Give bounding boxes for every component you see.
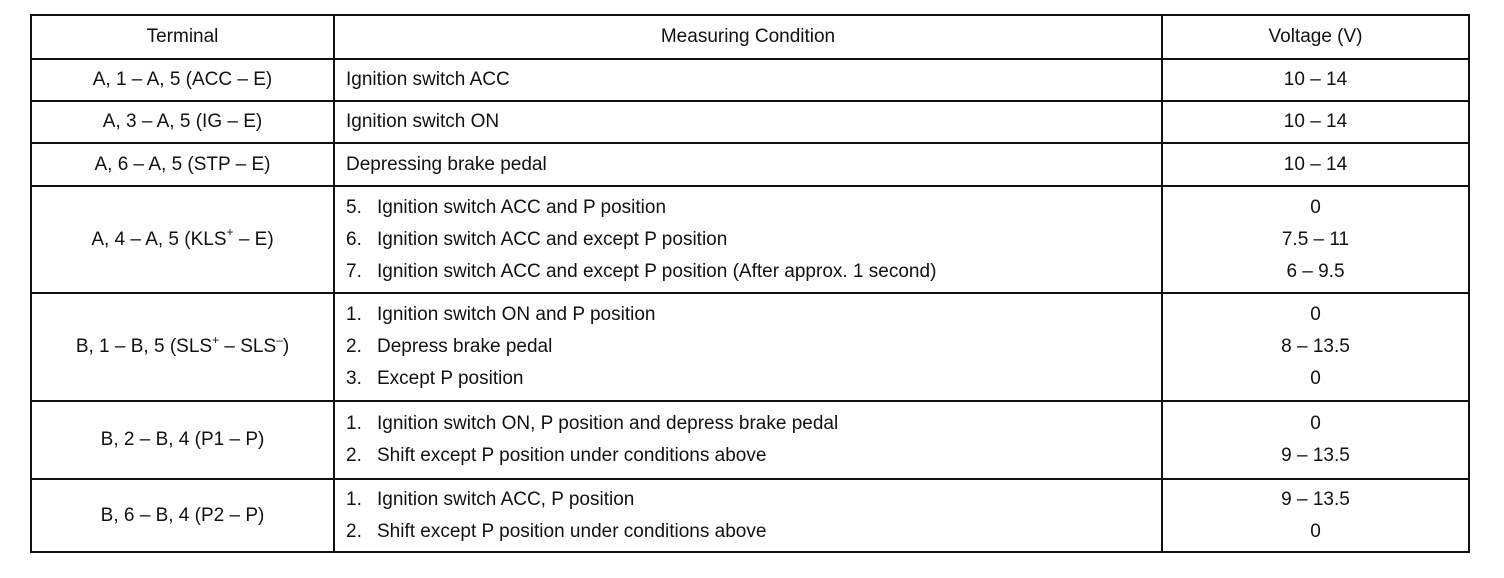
voltage-value: 9 – 13.5 [1281,445,1350,466]
measuring-condition-cell: 5. Ignition switch ACC and P position 6. Ig… [333,185,1163,294]
terminal-voltage-table: Terminal Measuring Condition Voltage (V)… [30,14,1470,553]
voltage-cell: 0 8 – 13.5 0 [1161,292,1470,402]
condition-text: Ignition switch ACC, P position [377,488,635,510]
condition-step-number: 2. [346,336,362,357]
voltage-value: 8 – 13.5 [1281,336,1350,357]
condition-text: Depressing brake pedal [346,153,547,175]
measuring-condition-cell: 1. Ignition switch ON and P position 2. Dep… [333,292,1163,402]
condition-step-number: 1. [346,488,362,510]
condition-text: Ignition switch ACC [346,69,510,90]
measuring-condition-cell: Depressing brake pedal [333,142,1163,187]
condition-text: Shift except P position under conditions… [377,445,767,466]
condition-text: Shift except P position under conditions… [377,520,767,542]
measuring-condition-cell: Ignition switch ON [333,100,1163,144]
voltage-value: 0 [1310,413,1321,434]
condition-line: 3. Except P position [346,363,1161,395]
condition-line: 5. Ignition switch ACC and P position [346,192,1161,224]
condition-line: 2. Shift except P position under conditio… [346,440,1161,472]
voltage-cell: 0 9 – 13.5 [1161,400,1470,480]
voltage-value: 10 – 14 [1283,111,1348,132]
condition-step-number: 6. [346,228,362,250]
voltage-cell: 10 – 14 [1161,100,1470,144]
terminal-cell: A, 6 – A, 5 (STP – E) [30,142,335,187]
condition-text: Ignition switch ACC and P position [377,196,667,218]
voltage-value: 6 – 9.5 [1286,260,1345,282]
condition-line: Ignition switch ON [346,106,1161,138]
table-row: B, 6 – B, 4 (P2 – P) 1. Ignition switch AC… [30,478,1470,553]
terminal-cell: B, 1 – B, 5 (SLS+ – SLS–) [30,292,335,402]
condition-step-number: 1. [346,304,362,325]
measuring-condition-cell: 1. Ignition switch ON, P position and dep… [333,400,1163,480]
voltage-value: 10 – 14 [1283,69,1348,90]
terminal-cell: B, 2 – B, 4 (P1 – P) [30,400,335,480]
terminal-cell: B, 6 – B, 4 (P2 – P) [30,478,335,553]
condition-line: Ignition switch ACC [346,64,1161,96]
condition-step-number: 3. [346,368,362,389]
voltage-cell: 9 – 13.5 0 [1161,478,1470,553]
header-voltage: Voltage (V) [1161,14,1470,60]
voltage-value: 7.5 – 11 [1281,228,1350,250]
condition-text: Ignition switch ACC and except P positio… [377,228,728,250]
condition-line: 1. Ignition switch ON and P position [346,299,1161,331]
condition-text: Except P position [377,368,524,389]
condition-line: Depressing brake pedal [346,149,1161,181]
voltage-value: 0 [1310,304,1321,325]
voltage-cell: 10 – 14 [1161,58,1470,102]
condition-step-number: 7. [346,260,362,282]
condition-text: Depress brake pedal [377,336,553,357]
table-row: A, 6 – A, 5 (STP – E) Depressing brake pe… [30,142,1470,187]
condition-line: 6. Ignition switch ACC and except P posit… [346,224,1161,256]
voltage-value: 9 – 13.5 [1281,488,1350,510]
condition-line: 2. Depress brake pedal [346,331,1161,363]
voltage-cell: 10 – 14 [1161,142,1470,187]
condition-step-number: 1. [346,413,362,434]
table-row: A, 4 – A, 5 (KLS+ – E) 5. Ignition switch … [30,185,1470,294]
condition-text: Ignition switch ON, P position and depre… [377,413,839,434]
table-row: B, 2 – B, 4 (P1 – P) 1. Ignition switch ON… [30,400,1470,480]
voltage-value: 0 [1310,368,1321,389]
voltage-cell: 0 7.5 – 11 6 – 9.5 [1161,185,1470,294]
condition-step-number: 5. [346,196,362,218]
condition-line: 1. Ignition switch ON, P position and dep… [346,408,1161,440]
voltage-value: 10 – 14 [1283,153,1348,175]
terminal-cell: A, 3 – A, 5 (IG – E) [30,100,335,144]
header-row: Terminal Measuring Condition Voltage (V) [30,14,1470,60]
table-body: A, 1 – A, 5 (ACC – E) Ignition switch ACC… [30,58,1470,553]
condition-text: Ignition switch ON [346,111,500,132]
condition-line: 7. Ignition switch ACC and except P posit… [346,256,1161,288]
measuring-condition-cell: 1. Ignition switch ACC, P position 2. Shift… [333,478,1163,553]
condition-text: Ignition switch ON and P position [377,304,656,325]
terminal-cell: A, 4 – A, 5 (KLS+ – E) [30,185,335,294]
voltage-value: 0 [1310,520,1321,542]
voltage-value: 0 [1310,196,1321,218]
table-row: B, 1 – B, 5 (SLS+ – SLS–) 1. Ignition swit… [30,292,1470,402]
header-terminal: Terminal [30,14,335,60]
header-measuring-condition: Measuring Condition [333,14,1163,60]
terminal-cell: A, 1 – A, 5 (ACC – E) [30,58,335,102]
table-row: A, 1 – A, 5 (ACC – E) Ignition switch ACC… [30,58,1470,102]
condition-text: Ignition switch ACC and except P positio… [377,260,937,282]
table-row: A, 3 – A, 5 (IG – E) Ignition switch ON 10… [30,100,1470,144]
condition-line: 2. Shift except P position under conditio… [346,516,1161,548]
condition-line: 1. Ignition switch ACC, P position [346,484,1161,516]
measuring-condition-cell: Ignition switch ACC [333,58,1163,102]
condition-step-number: 2. [346,520,362,542]
condition-step-number: 2. [346,445,362,466]
